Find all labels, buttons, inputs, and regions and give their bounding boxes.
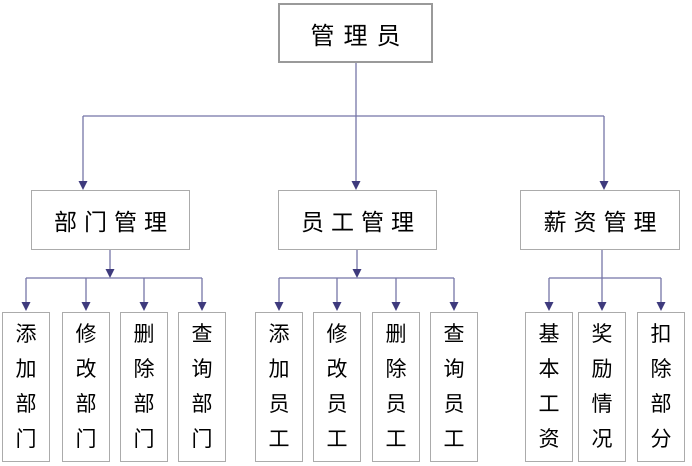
leaf-modify-department-label: 修 改 部 门 (75, 322, 97, 451)
branch1-connector (274, 250, 459, 311)
arrow-down-icon (332, 302, 342, 311)
arrow-down-icon (599, 181, 609, 190)
branch0-connector (21, 250, 207, 311)
leaf-add-employee-label: 添 加 员 工 (268, 322, 290, 451)
arrow-down-icon (139, 302, 149, 311)
node-employee-management: 员工管理 (278, 190, 437, 250)
arrow-down-icon (352, 269, 362, 278)
node-salary-management-label: 薪资管理 (543, 210, 664, 235)
arrow-down-icon (449, 302, 459, 311)
leaf-add-department-label: 添 加 部 门 (15, 322, 37, 451)
root-connector (78, 63, 609, 190)
branch2-connector (544, 250, 666, 311)
leaf-add-department: 添 加 部 门 (2, 312, 50, 462)
arrow-down-icon (544, 302, 554, 311)
leaf-delete-employee-label: 删 除 员 工 (385, 322, 407, 451)
leaf-delete-department: 删 除 部 门 (120, 312, 168, 462)
arrow-down-icon (21, 302, 31, 311)
node-employee-management-label: 员工管理 (301, 210, 421, 235)
leaf-basic-salary: 基 本 工 资 (525, 312, 573, 462)
arrow-down-icon (351, 181, 361, 190)
arrow-down-icon (656, 302, 666, 311)
leaf-query-department: 查 询 部 门 (178, 312, 226, 462)
arrow-down-icon (105, 269, 115, 278)
arrow-down-icon (81, 302, 91, 311)
arrow-down-icon (78, 181, 88, 190)
leaf-deduction-part-label: 扣 除 部 分 (650, 322, 672, 451)
node-department-management: 部门管理 (31, 190, 190, 250)
leaf-add-employee: 添 加 员 工 (255, 312, 303, 462)
arrow-down-icon (391, 302, 401, 311)
arrow-down-icon (197, 302, 207, 311)
leaf-modify-employee: 修 改 员 工 (313, 312, 361, 462)
leaf-query-employee-label: 查 询 员 工 (443, 322, 465, 451)
leaf-query-department-label: 查 询 部 门 (191, 322, 213, 451)
leaf-modify-employee-label: 修 改 员 工 (326, 322, 348, 451)
node-administrator-label: 管理员 (310, 23, 410, 50)
leaf-modify-department: 修 改 部 门 (62, 312, 110, 462)
node-salary-management: 薪资管理 (520, 190, 680, 250)
leaf-basic-salary-label: 基 本 工 资 (538, 322, 560, 451)
leaf-delete-department-label: 删 除 部 门 (133, 322, 155, 451)
leaf-deduction-part: 扣 除 部 分 (637, 312, 685, 462)
arrow-down-icon (597, 302, 607, 311)
leaf-reward-status-label: 奖 励 情 况 (591, 322, 613, 451)
arrow-down-icon (274, 302, 284, 311)
node-administrator: 管理员 (278, 3, 433, 63)
leaf-delete-employee: 删 除 员 工 (372, 312, 420, 462)
leaf-query-employee: 查 询 员 工 (430, 312, 478, 462)
node-department-management-label: 部门管理 (54, 210, 174, 235)
leaf-reward-status: 奖 励 情 况 (578, 312, 626, 462)
